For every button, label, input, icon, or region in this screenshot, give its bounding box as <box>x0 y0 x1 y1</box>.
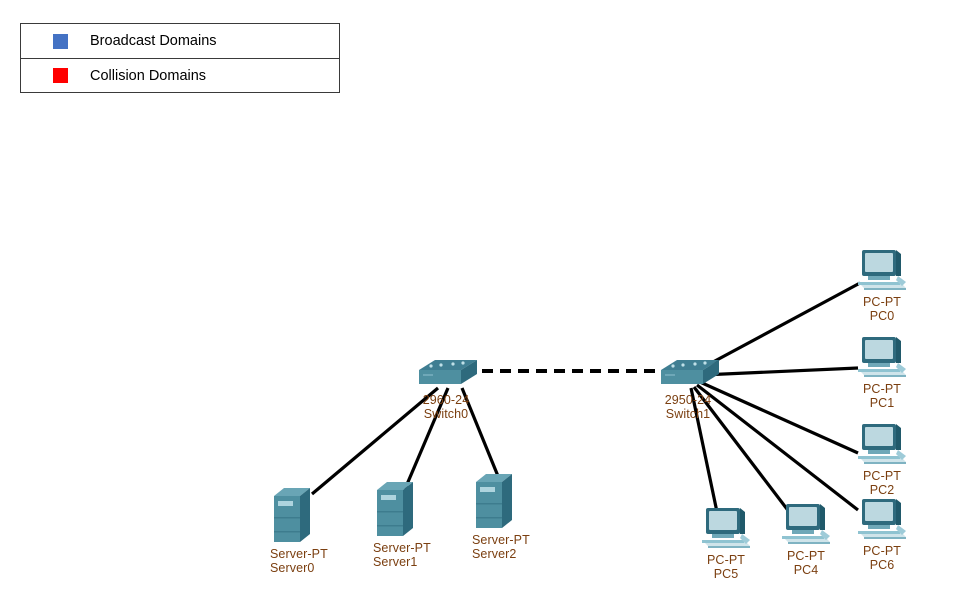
legend-label-broadcast: Broadcast Domains <box>90 33 217 49</box>
server-icon <box>472 470 516 532</box>
switch-icon <box>411 356 481 392</box>
switch1-name-label: Switch1 <box>665 407 711 421</box>
link-switch1-pc1 <box>701 366 859 377</box>
switch1-model-label: 2950-24 <box>664 393 712 407</box>
device-pc0[interactable]: PC-PT PC0 <box>854 246 910 323</box>
device-server2[interactable]: Server-PT Server2 <box>472 470 530 561</box>
pc-icon <box>778 500 834 548</box>
device-switch1[interactable]: 2950-24 Switch1 <box>653 356 723 421</box>
switch0-name-label: Switch0 <box>423 407 469 421</box>
server1-name-label: Server1 <box>373 555 418 569</box>
pc-icon <box>698 504 754 552</box>
device-pc1[interactable]: PC-PT PC1 <box>854 333 910 410</box>
device-server0[interactable]: Server-PT Server0 <box>270 484 328 575</box>
server0-model-label: Server-PT <box>270 547 328 561</box>
link-switch0-server0 <box>310 386 440 496</box>
switch-icon <box>653 356 723 392</box>
server-icon <box>270 484 314 546</box>
pc-icon <box>854 246 910 294</box>
broadcast-domain-swatch <box>53 33 68 49</box>
server0-name-label: Server0 <box>270 561 315 575</box>
pc4-model-label: PC-PT <box>787 549 825 563</box>
pc4-name-label: PC4 <box>793 563 819 577</box>
pc5-model-label: PC-PT <box>707 553 745 567</box>
server1-model-label: Server-PT <box>373 541 431 555</box>
link-switch1-pc5 <box>689 387 719 513</box>
pc-icon <box>854 333 910 381</box>
legend-label-collision: Collision Domains <box>90 67 207 84</box>
pc1-model-label: PC-PT <box>863 382 901 396</box>
link-switch1-pc2 <box>699 380 859 455</box>
pc0-model-label: PC-PT <box>863 295 901 309</box>
pc-icon <box>854 495 910 543</box>
collision-domain-swatch <box>53 68 68 83</box>
link-switch0-server2 <box>460 387 502 482</box>
server2-name-label: Server2 <box>472 547 517 561</box>
pc6-model-label: PC-PT <box>863 544 901 558</box>
device-switch0[interactable]: 2960-24 Switch0 <box>411 356 481 421</box>
pc5-name-label: PC5 <box>713 567 739 581</box>
pc6-name-label: PC6 <box>869 558 895 572</box>
domain-legend: Broadcast Domains Collision Domains <box>20 23 340 93</box>
link-switch1-pc0 <box>699 281 861 371</box>
link-switch0-server1 <box>403 387 450 490</box>
pc2-model-label: PC-PT <box>863 469 901 483</box>
device-pc2[interactable]: PC-PT PC2 <box>854 420 910 497</box>
device-pc5[interactable]: PC-PT PC5 <box>698 504 754 581</box>
device-server1[interactable]: Server-PT Server1 <box>373 478 431 569</box>
legend-row-broadcast: Broadcast Domains <box>21 24 339 58</box>
pc-icon <box>854 420 910 468</box>
link-switch1-pc4 <box>692 386 792 514</box>
legend-row-collision: Collision Domains <box>21 58 339 92</box>
device-pc6[interactable]: PC-PT PC6 <box>854 495 910 572</box>
pc1-name-label: PC1 <box>869 396 895 410</box>
switch0-model-label: 2960-24 <box>422 393 470 407</box>
server-icon <box>373 478 417 540</box>
server2-model-label: Server-PT <box>472 533 530 547</box>
link-switch1-pc6 <box>696 383 859 512</box>
pc2-name-label: PC2 <box>869 483 895 497</box>
pc0-name-label: PC0 <box>869 309 895 323</box>
device-pc4[interactable]: PC-PT PC4 <box>778 500 834 577</box>
